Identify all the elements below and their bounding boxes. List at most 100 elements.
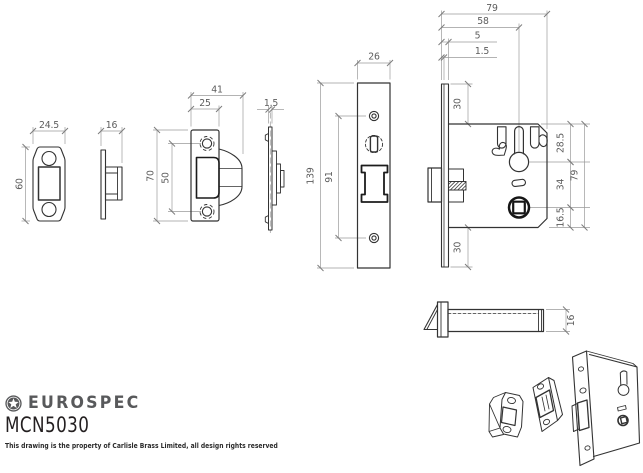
heart-cutout <box>491 141 507 156</box>
lip-step-3 <box>280 170 285 188</box>
iso-strike-top-screw <box>536 383 545 390</box>
lock-faceplate-strip <box>440 83 450 268</box>
brand-name: EUROSPEC <box>28 393 141 413</box>
dustbox-side-plate <box>100 149 107 220</box>
strike-top-screw-countersink <box>199 136 215 151</box>
dustbox-plate-outline <box>32 146 66 222</box>
faceplate-bottom-screw-hole-inner <box>371 235 377 241</box>
faceplate-top-screw-hole <box>368 110 380 122</box>
iso-dustbox-bottom-hole <box>502 425 512 434</box>
dustbox-opening <box>37 166 61 201</box>
keyhole-circle <box>508 151 530 173</box>
right-notch-cutout <box>529 126 540 149</box>
iso-keyhole-slot <box>619 370 628 386</box>
dim-case-thickness: 16 <box>566 315 577 327</box>
iso-strike-bottom-screw <box>542 418 551 426</box>
oval-slot <box>511 178 527 188</box>
strike-side-plate <box>268 126 273 231</box>
latch-wedge-inner <box>426 309 438 330</box>
case-top-view <box>447 308 545 333</box>
follower-dashed-circle <box>364 134 384 154</box>
iso-oval-slot <box>617 405 627 412</box>
strike-bottom-screw-hole <box>201 206 213 217</box>
strike-lip <box>218 148 243 207</box>
dustbox-bottom-hole <box>41 201 57 218</box>
dustbox-side-box <box>104 166 123 201</box>
dim-lock-backset: 58 <box>477 16 489 27</box>
spindle-square-hole <box>512 200 526 215</box>
iso-spindle-square <box>619 415 628 425</box>
iso-lock-body <box>571 350 641 467</box>
latch-shaft-lower <box>448 189 464 203</box>
screw-head-profile <box>264 133 269 224</box>
dim-faceplate-screw-spacing: 91 <box>324 171 335 183</box>
star-icon-star <box>8 397 19 408</box>
faceplate-outline <box>356 82 391 269</box>
iso-faceplate-bottom-screw <box>584 445 591 451</box>
latch-bolt-head <box>427 167 443 203</box>
view-lockcase-top: 16 <box>423 301 577 338</box>
iso-dustbox-face <box>499 392 524 438</box>
dim-strike-screw-spacing: 50 <box>161 172 172 184</box>
dim-dustbox-height: 60 <box>15 178 26 190</box>
iso-dustbox <box>488 392 524 438</box>
latch-wedge <box>423 303 439 331</box>
dim-faceplate-width: 26 <box>368 52 380 63</box>
dim-faceplate-height: 139 <box>306 167 317 184</box>
faceplate-top-screw-hole-inner <box>371 113 377 119</box>
spindle-follower-circle <box>507 196 531 219</box>
iso-dustbox-opening <box>500 406 518 427</box>
dim-strike-plate-width: 25 <box>199 98 211 109</box>
dim-lock-depth: 79 <box>486 3 498 14</box>
dim-strike-thickness: 1.5 <box>264 98 278 109</box>
iso-latch-head <box>571 403 580 432</box>
view-isometric-assembly <box>488 350 641 467</box>
dim-dustbox-width: 24.5 <box>39 120 59 131</box>
eurospec-star-icon <box>5 394 22 412</box>
iso-faceplate-top-screw <box>577 366 585 372</box>
logo-row: EUROSPEC <box>5 393 322 413</box>
dim-strike-overall-width: 41 <box>211 85 223 96</box>
view-strike-side: 1.5 <box>257 98 285 233</box>
strike-top-screw-hole <box>201 138 213 149</box>
hook-cutout <box>538 134 548 148</box>
latch-spring-hatch <box>448 181 467 191</box>
view-dustbox-front: 24.5 60 <box>15 120 69 225</box>
iso-dustbox-top-hole <box>507 396 516 405</box>
faceplate-latch-opening <box>360 164 389 203</box>
left-notch-cutout <box>496 126 507 149</box>
follower-hub <box>369 135 379 153</box>
dustbox-top-hole <box>41 150 57 167</box>
copyright-notice: This drawing is the property of Carlisle… <box>5 442 278 450</box>
dim-lock-top-margin: 30 <box>453 98 464 110</box>
dim-strike-height: 70 <box>146 170 157 182</box>
view-dustbox-side: 16 <box>97 120 126 220</box>
dim-lock-bottom-margin: 30 <box>453 242 464 254</box>
iso-spindle-circle <box>617 414 629 427</box>
dim-dustbox-depth: 16 <box>106 120 118 131</box>
iso-keyhole-circle <box>617 384 630 396</box>
lock-case-outline <box>447 123 548 229</box>
latch-shaft-upper <box>448 168 464 182</box>
lip-step-2 <box>276 163 281 194</box>
iso-case-outline <box>588 353 641 458</box>
product-code: MCN5030 <box>5 413 90 437</box>
iso-faceplate-follower-hole <box>579 387 587 394</box>
faceplate-bottom-screw-hole <box>368 232 380 244</box>
iso-strike-opening <box>535 389 555 419</box>
dim-lock-plate-thickness: 1.5 <box>475 46 489 57</box>
dim-lock-front-offset: 5 <box>475 31 481 42</box>
iso-strike-plate <box>532 377 563 432</box>
view-lockcase-side: 79 58 5 1.5 30 30 28.5 34 16.5 79 <box>427 3 590 271</box>
faceplate-top-view <box>436 301 449 338</box>
dim-spindle-to-bottom: 16.5 <box>556 207 567 227</box>
lip-step-1 <box>271 150 277 206</box>
iso-strike-plate-face <box>532 377 558 432</box>
iso-strike-detail <box>541 394 550 412</box>
view-strike-front: 41 25 70 50 <box>146 85 247 225</box>
star-icon-ring <box>6 396 21 410</box>
view-faceplate-front: 26 139 91 <box>306 52 394 272</box>
iso-dustbox-body <box>488 392 506 438</box>
